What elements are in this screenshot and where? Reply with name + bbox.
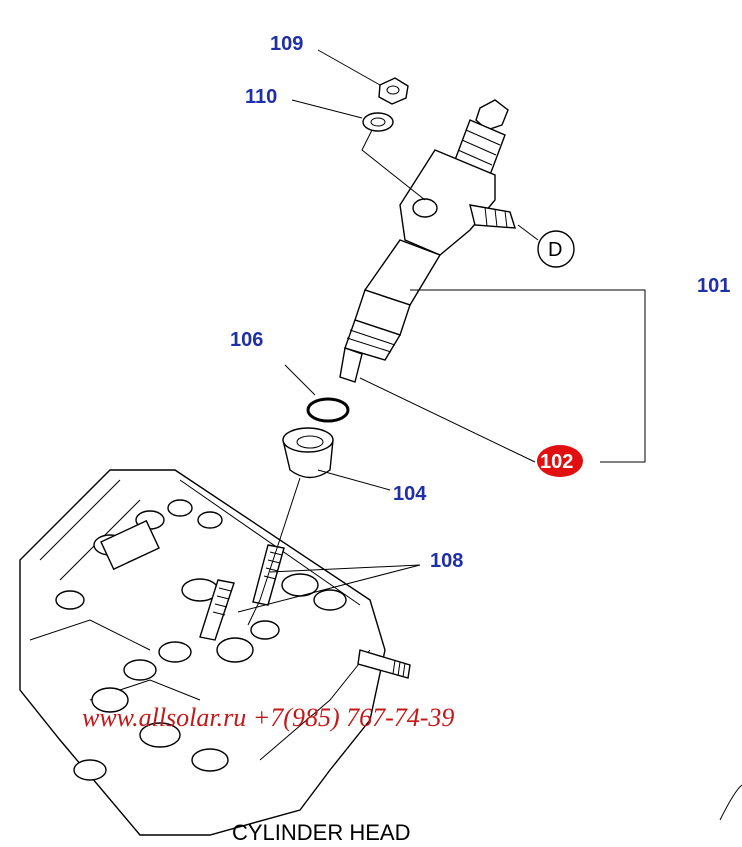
diagram-caption: CYLINDER HEAD: [232, 820, 410, 845]
callout-110[interactable]: 110: [245, 86, 277, 108]
watermark: www.allsolar.ru +7(985) 767-74-39: [82, 703, 454, 732]
injector-assembly: [339, 99, 516, 383]
callout-102[interactable]: 102: [540, 451, 573, 473]
callout-106[interactable]: 106: [230, 329, 263, 351]
detail-marker-d: D: [548, 239, 562, 261]
callout-102-badge[interactable]: [537, 445, 583, 477]
leader-lines: [237, 49, 646, 626]
callout-108[interactable]: 108: [430, 550, 463, 572]
callout-109[interactable]: 109: [270, 33, 303, 55]
cylinder-head-drawing: [19, 469, 742, 836]
callout-104[interactable]: 104: [393, 483, 427, 505]
nut-and-washer: [362, 77, 409, 132]
o-ring: [306, 397, 350, 423]
nozzle-seat: [282, 427, 334, 479]
detail-marker-circle: [537, 230, 575, 268]
callout-101[interactable]: 101: [697, 275, 730, 297]
